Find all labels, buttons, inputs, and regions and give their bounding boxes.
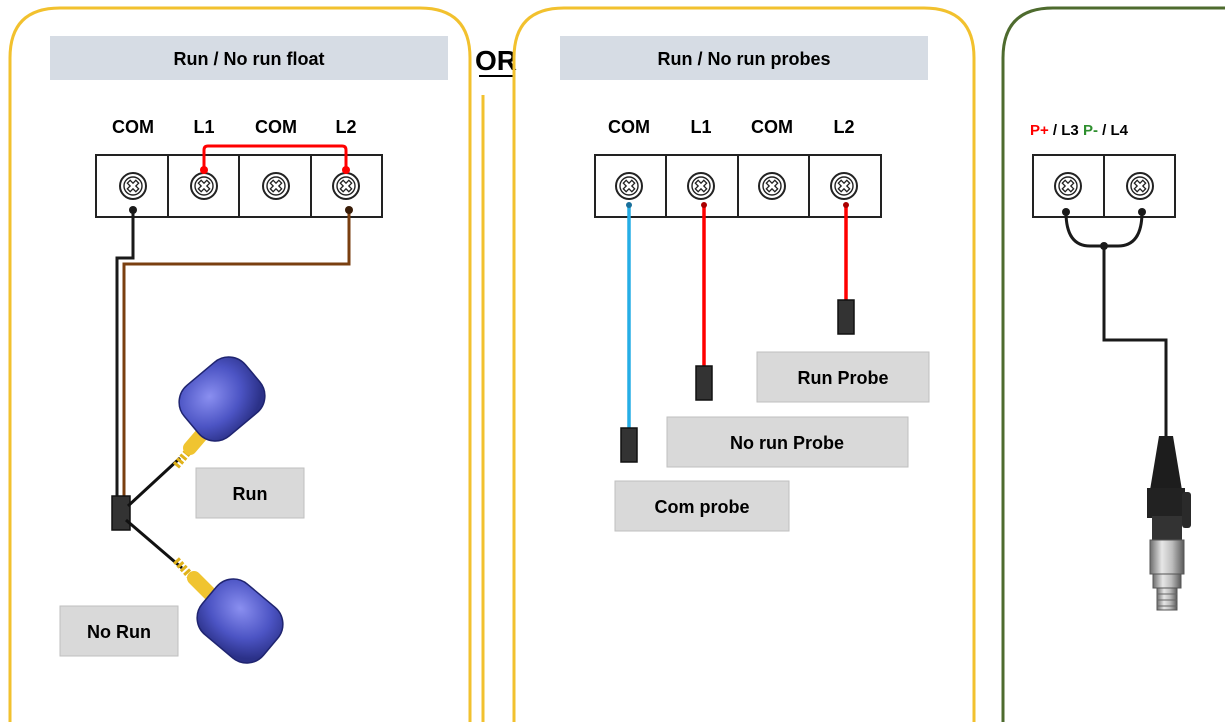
run-probe-label: Run Probe <box>797 368 888 388</box>
float-switch-icon <box>172 356 266 469</box>
float-title-box <box>50 36 448 80</box>
no-run-label-box <box>59 605 179 657</box>
probes-terminal-l2: L2 <box>833 117 854 137</box>
l3-label: / L3 <box>1049 122 1083 139</box>
screw-icon <box>1054 172 1082 200</box>
sensor-panel-frame <box>1001 6 1225 722</box>
probes-title: Run / No run probes <box>658 49 831 69</box>
run-probe-icon <box>837 299 855 335</box>
com-probe-icon <box>620 427 638 463</box>
p-plus-label: P+ <box>1030 122 1049 139</box>
float-terminal-com-2: COM <box>255 117 297 137</box>
screw-icon <box>687 172 715 200</box>
sensor-wire <box>1064 211 1168 440</box>
probes-terminal-block <box>594 154 882 218</box>
no-run-probe-label-box <box>666 416 909 468</box>
black-wire <box>115 210 135 498</box>
float-panel: Run / No run float COM L1 COM L2 <box>8 6 472 722</box>
float-terminal-l2: L2 <box>335 117 356 137</box>
float-title: Run / No run float <box>174 49 325 69</box>
no-run-label: No Run <box>87 622 151 642</box>
screw-icon <box>830 172 858 200</box>
probes-panel: Run / No run probes COM L1 COM L2 Run Pr… <box>481 6 976 722</box>
run-probe-label-box <box>756 351 930 403</box>
screw-icon <box>758 172 786 200</box>
probes-terminal-l1: L1 <box>690 117 711 137</box>
screw-icon <box>190 172 218 200</box>
cable-junction <box>111 495 131 531</box>
float-switch-icon <box>173 557 284 664</box>
sensor-terminal-label: P+ / L3 P- / L4 <box>1030 122 1129 139</box>
pressure-sensor-icon <box>1147 436 1191 611</box>
sensor-terminal-block <box>1032 154 1176 218</box>
screw-icon <box>1126 172 1154 200</box>
probes-terminal-com-1: COM <box>608 117 650 137</box>
run-label: Run <box>233 484 268 504</box>
float-panel-frame <box>8 6 472 722</box>
com-probe-label-box <box>614 480 790 532</box>
red-jumper-wire <box>202 144 348 170</box>
probes-panel-frame <box>481 6 976 722</box>
screw-icon <box>119 172 147 200</box>
float-terminal-block <box>95 154 383 218</box>
screw-icon <box>262 172 290 200</box>
float-terminal-com-1: COM <box>112 117 154 137</box>
probes-title-box <box>560 36 928 80</box>
l4-label: / L4 <box>1098 122 1129 139</box>
p-minus-label: P- <box>1083 122 1098 139</box>
sensor-panel: P+ / L3 P- / L4 <box>1001 6 1225 722</box>
com-probe-label: Com probe <box>654 497 749 517</box>
screw-icon <box>332 172 360 200</box>
run-label-box <box>195 467 305 519</box>
no-run-probe-icon <box>695 365 713 401</box>
brown-wire <box>122 210 351 498</box>
probes-terminal-com-2: COM <box>751 117 793 137</box>
float-terminal-l1: L1 <box>193 117 214 137</box>
no-run-probe-label: No run Probe <box>730 433 844 453</box>
screw-icon <box>615 172 643 200</box>
or-separator: OR <box>475 45 517 76</box>
